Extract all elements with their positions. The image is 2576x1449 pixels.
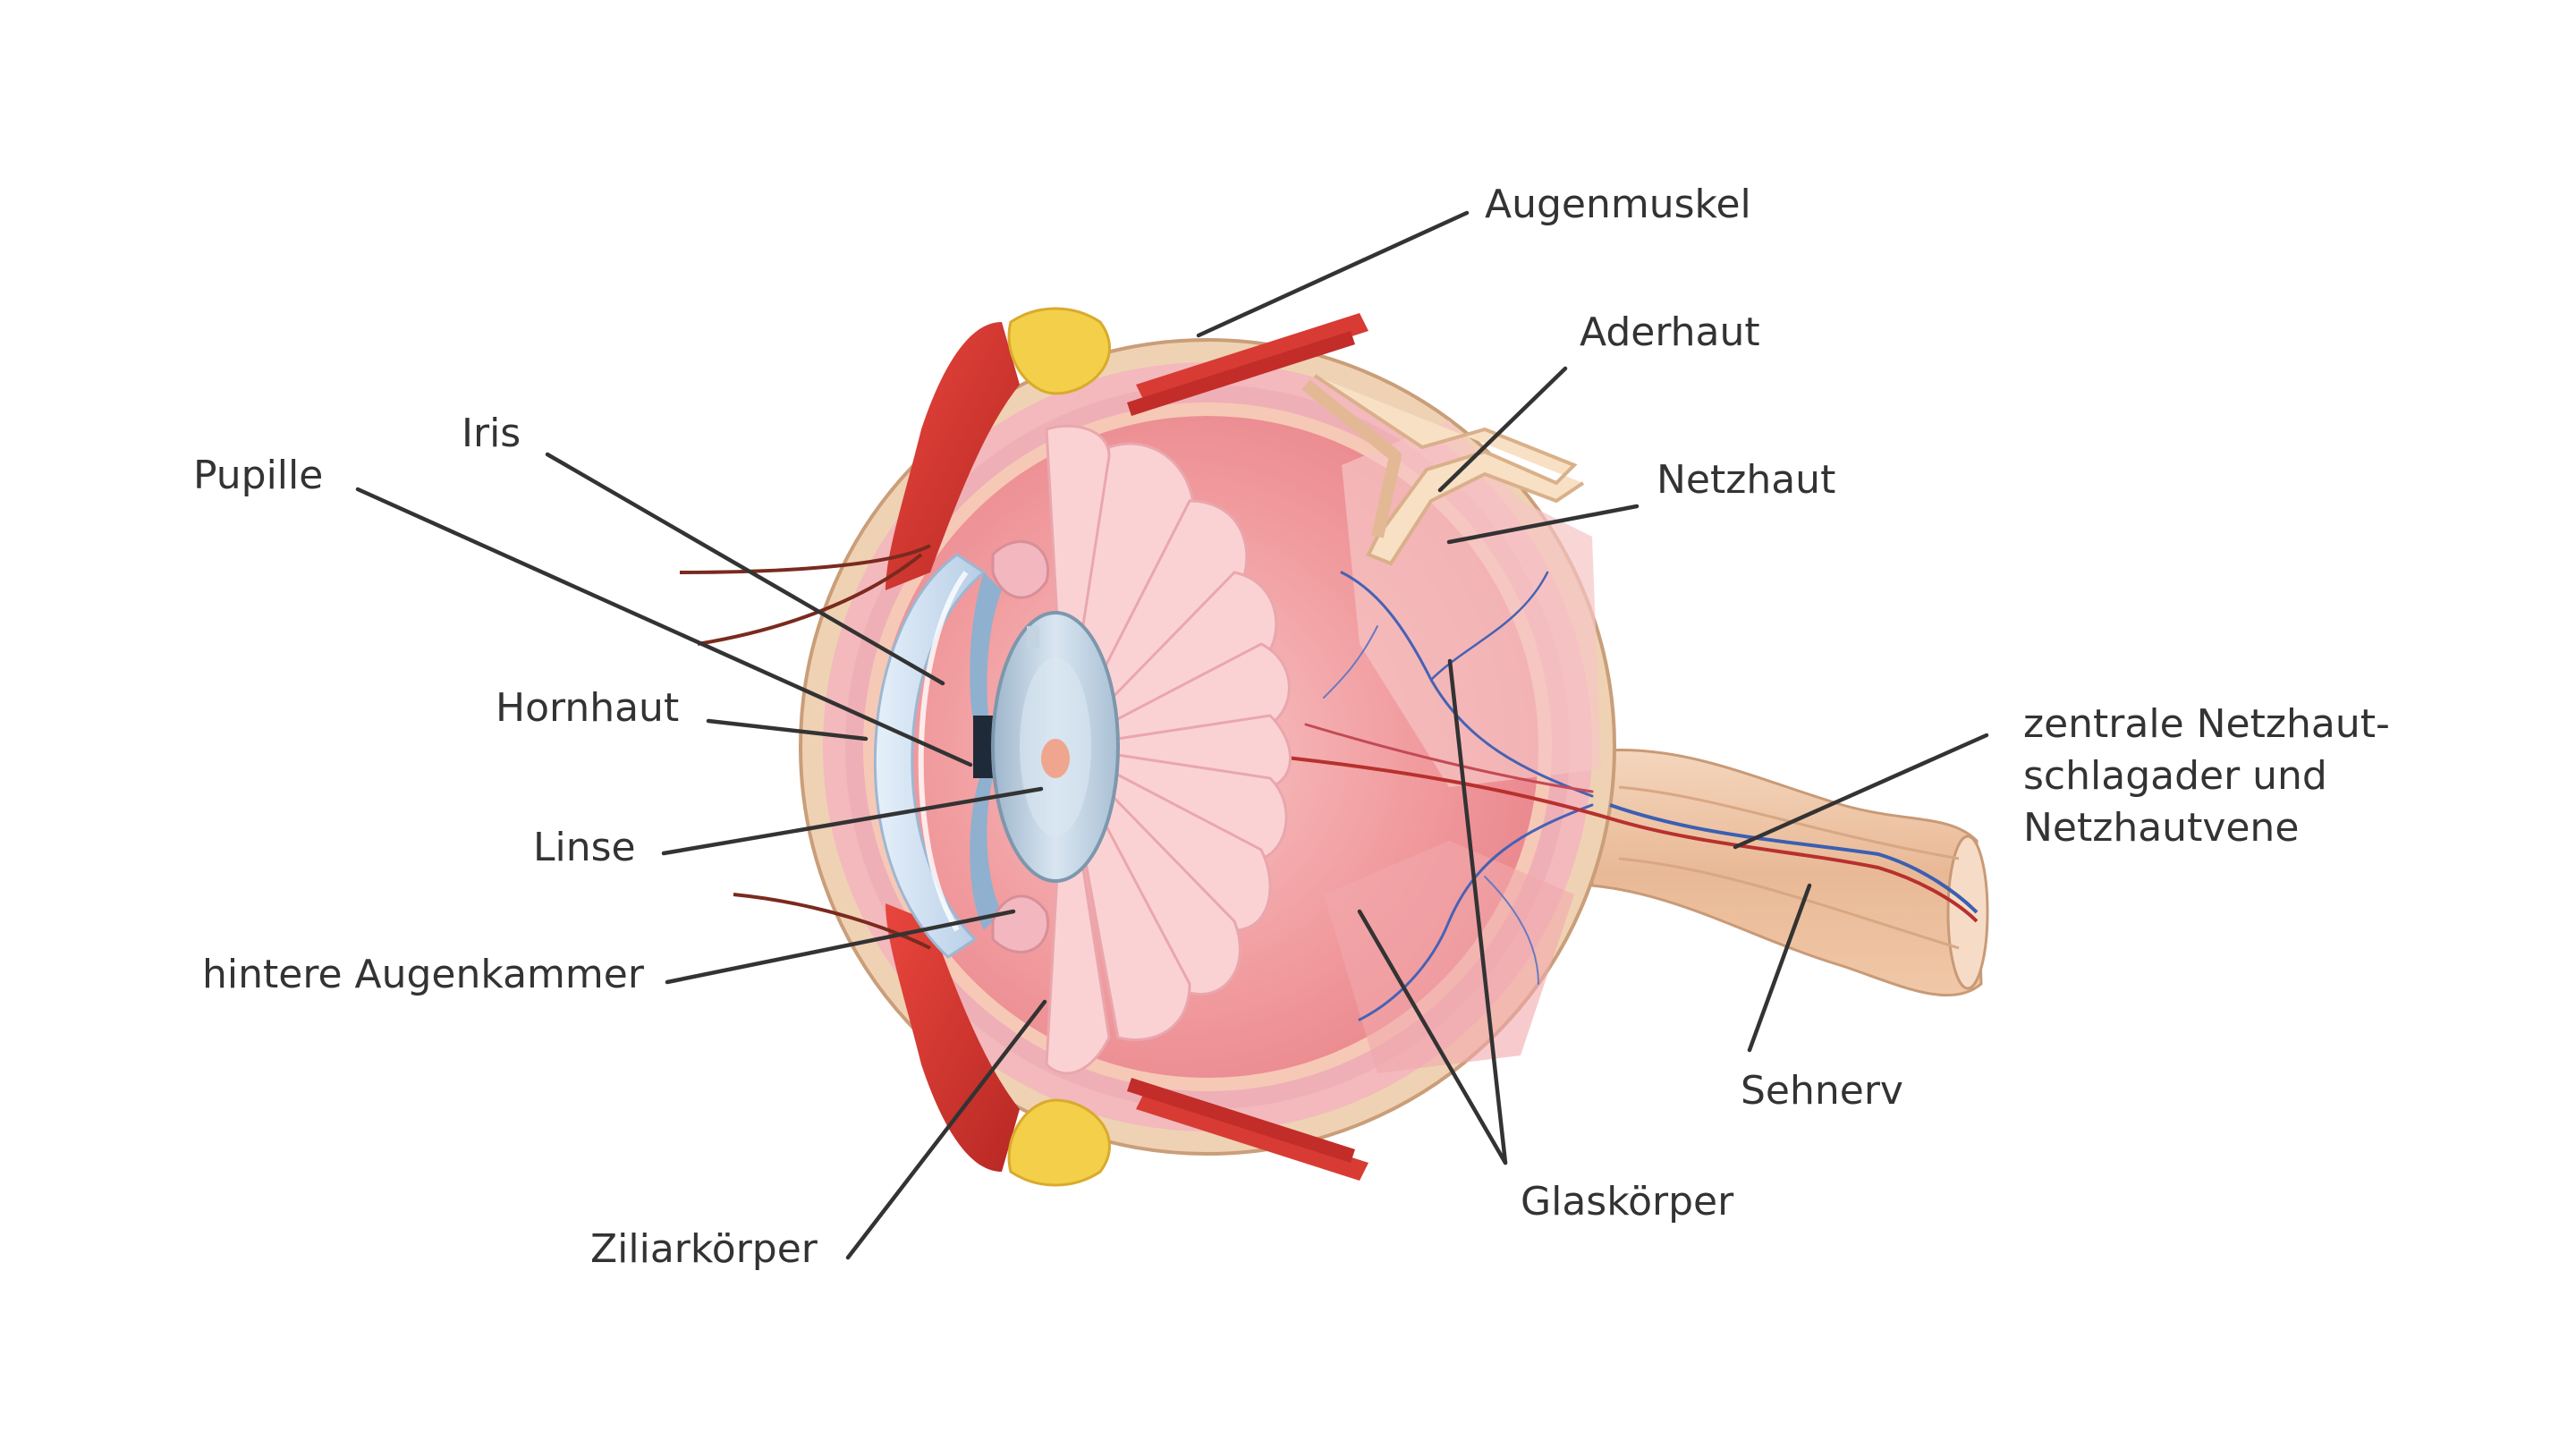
retinal-vessels [1304, 571, 1594, 1021]
leader-pupille [355, 487, 973, 767]
retina-cutaway [1301, 374, 1585, 566]
label-sehnerv: Sehnerv [1741, 1068, 1903, 1114]
leader-ziliarkoerper [845, 999, 1047, 1260]
central-retinal-vessels [1269, 754, 1979, 923]
label-zentrale-line-2: schlagader und [2023, 753, 2327, 799]
label-aderhaut: Aderhaut [1580, 309, 1760, 355]
leader-zentrale [1733, 733, 1989, 850]
leader-aderhaut [1437, 366, 1568, 493]
label-augenmuskel: Augenmuskel [1485, 182, 1751, 227]
pupil [973, 716, 993, 778]
leader-lines [355, 210, 1989, 1260]
optic-nerve [1590, 748, 1989, 997]
leader-hintere-augenkammer [665, 909, 1016, 985]
lens [991, 611, 1120, 883]
leader-glaskoerper-2 [1447, 658, 1508, 1165]
labels: Augenmuskel Aderhaut Netzhaut Iris Pupil… [193, 182, 2390, 1272]
leader-linse [661, 786, 1044, 856]
label-hintere-augenkammer: hintere Augenkammer [202, 952, 645, 997]
label-hornhaut: Hornhaut [496, 685, 679, 731]
leader-hornhaut [706, 718, 869, 741]
label-zentrale-line-1: zentrale Netzhaut- [2023, 701, 2390, 747]
leader-iris [545, 452, 945, 686]
label-pupille: Pupille [193, 453, 323, 498]
leader-glaskoerper-1 [1357, 909, 1508, 1165]
leader-netzhaut [1446, 504, 1640, 545]
label-ziliarkoerper: Ziliarkörper [590, 1226, 818, 1272]
label-iris: Iris [462, 411, 521, 456]
leader-sehnerv [1747, 883, 1812, 1053]
ciliary-body [991, 540, 1049, 953]
label-zentrale-line-3: Netzhautvene [2023, 805, 2299, 851]
ciliary-fan [1045, 424, 1292, 1075]
upper-muscle-group [679, 307, 1368, 646]
lower-muscle-group [733, 893, 1368, 1187]
leader-augenmuskel [1196, 210, 1470, 338]
label-glaskoerper: Glaskörper [1521, 1179, 1734, 1224]
label-netzhaut: Netzhaut [1657, 457, 1835, 503]
iris [970, 572, 1002, 930]
label-linse: Linse [533, 825, 636, 870]
